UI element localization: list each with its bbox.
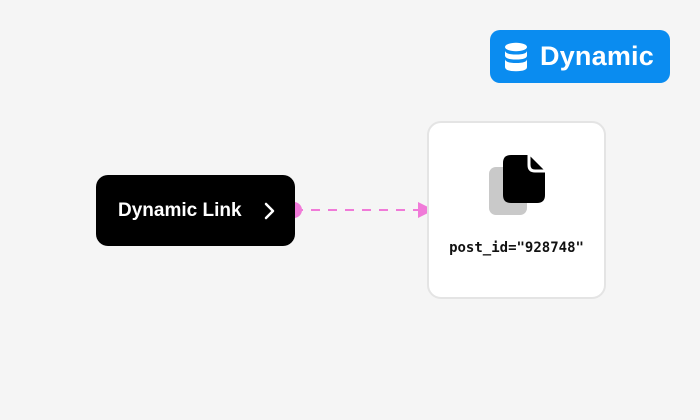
post-id-text: post_id="928748" — [449, 240, 584, 256]
dynamic-badge: Dynamic — [490, 30, 670, 83]
link-button-label: Dynamic Link — [118, 199, 242, 221]
document-stack-icon — [487, 153, 547, 217]
database-icon — [504, 42, 528, 72]
dynamic-link-button[interactable]: Dynamic Link — [96, 175, 295, 246]
badge-label: Dynamic — [540, 41, 654, 71]
post-card[interactable]: post_id="928748" — [427, 121, 606, 299]
chevron-right-icon — [263, 202, 275, 220]
